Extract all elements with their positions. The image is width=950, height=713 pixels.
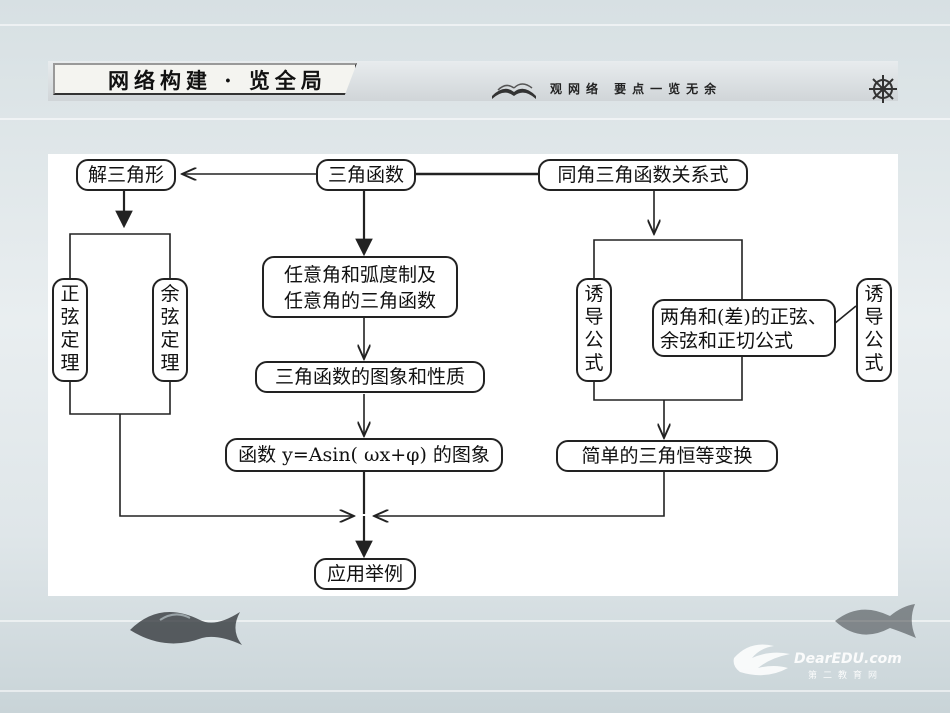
background-stripe (0, 620, 950, 622)
node-sum-difference: 两角和(差)的正弦、 余弦和正切公式 (652, 299, 836, 357)
background-stripe (0, 690, 950, 692)
node-sum-difference-line2: 余弦和正切公式 (660, 330, 794, 352)
header-subtitle: 观网络 要点一览无余 (550, 82, 723, 96)
node-graph-properties: 三角函数的图象和性质 (255, 361, 485, 393)
fish-decoration-icon (130, 612, 242, 645)
node-induction-right-text: 诱导公式 (864, 283, 884, 374)
background-stripe (0, 24, 950, 26)
node-induction-right: 诱导公式 (856, 278, 892, 382)
node-same-angle-relations: 同角三角函数关系式 (538, 159, 748, 191)
header-title: 网络构建 · 览全局 (108, 68, 327, 93)
fish-decoration-icon (835, 604, 916, 638)
watermark-subtitle: 第二教育网 (808, 671, 884, 681)
connector-lines (69, 154, 857, 559)
open-book-icon (492, 83, 536, 99)
diagram-canvas: 三角函数 解三角形 同角三角函数关系式 正弦定理 余弦定理 任意角和弧度制及 任… (48, 154, 898, 596)
node-any-angle-line2: 任意角的三角函数 (283, 290, 436, 312)
node-any-angle-line1: 任意角和弧度制及 (283, 264, 436, 286)
header-tab (53, 63, 357, 95)
node-cosine-law: 余弦定理 (152, 278, 188, 382)
node-sine-law: 正弦定理 (52, 278, 88, 382)
node-asin-graph: 函数 y=Asin( ωx+φ) 的图象 (225, 438, 503, 472)
node-cosine-law-text: 余弦定理 (160, 283, 180, 374)
wheel-icon (869, 75, 897, 103)
node-solve-triangle: 解三角形 (76, 159, 176, 191)
node-sum-difference-line1: 两角和(差)的正弦、 (660, 306, 827, 328)
watermark-brand: DearEDU.com (794, 651, 902, 667)
node-applications: 应用举例 (314, 558, 416, 590)
node-induction-left-text: 诱导公式 (584, 283, 604, 374)
node-simple-identity-transform: 简单的三角恒等变换 (556, 440, 778, 472)
node-any-angle: 任意角和弧度制及 任意角的三角函数 (262, 256, 458, 318)
node-trig-functions: 三角函数 (316, 159, 416, 191)
dearedu-logo-icon (733, 644, 790, 676)
background-stripe (0, 118, 950, 120)
node-sine-law-text: 正弦定理 (60, 283, 80, 374)
node-induction-left: 诱导公式 (576, 278, 612, 382)
